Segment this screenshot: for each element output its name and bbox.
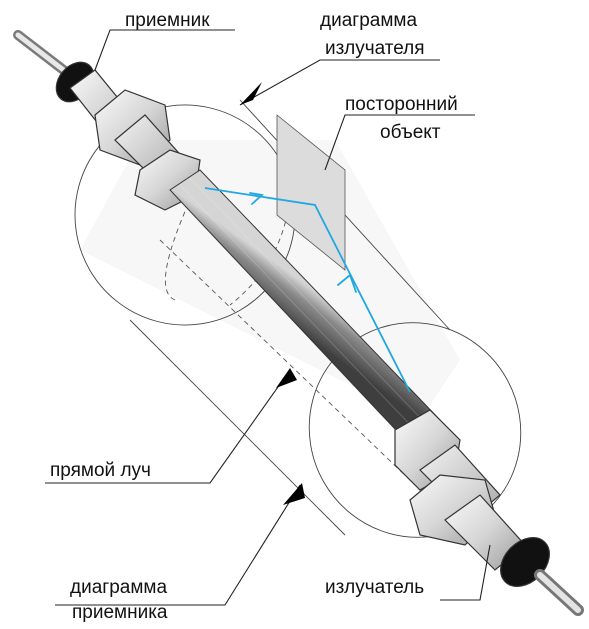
emitter-pattern-arrow-icon (240, 82, 262, 105)
receiver-pattern-arrow-icon (283, 483, 305, 505)
label-emitter-pattern-line2: излучателя (325, 38, 425, 60)
label-foreign-object-line2: объект (380, 122, 441, 144)
label-direct-beam: прямой луч (50, 460, 151, 482)
label-emitter: излучатель (325, 577, 424, 599)
label-foreign-object-line1: посторонний (345, 94, 458, 116)
receiver-cable (18, 35, 70, 75)
label-emitter-pattern-line1: диаграмма (320, 10, 417, 32)
label-receiver: приемник (125, 10, 210, 32)
label-receiver-pattern-line1: диаграмма (70, 577, 167, 599)
direct-beam-arrow-icon (276, 368, 297, 388)
label-receiver-pattern-line2: приемника (72, 602, 168, 624)
